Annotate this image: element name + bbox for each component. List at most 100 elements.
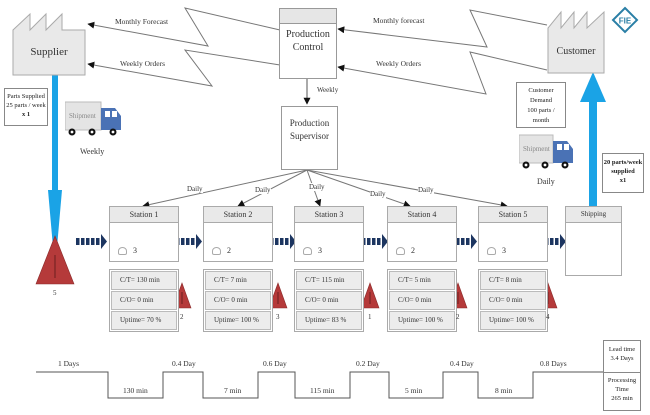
inventory-count: 2 xyxy=(180,313,184,321)
daily-label-2: Daily xyxy=(255,186,271,194)
truck-icon xyxy=(64,101,121,136)
supplier-truck-frequency: Weekly xyxy=(80,147,105,156)
daily-label-1: Daily xyxy=(187,185,203,193)
customer-note-line-2: 100 parts / xyxy=(527,107,555,114)
right-weekly-orders-label: Weekly Orders xyxy=(376,59,422,68)
shipping-supplied-note: 20 parts/week supplied x1 xyxy=(602,153,644,193)
left-weekly-orders-label: Weekly Orders xyxy=(120,59,166,68)
svg-text:FIE: FIE xyxy=(619,17,632,26)
customer-demand-note: Customer Demand 100 parts / month xyxy=(516,82,566,128)
supplier-material-arrow xyxy=(48,75,62,270)
truck-icon xyxy=(518,134,573,169)
production-control-header xyxy=(280,9,336,24)
left-monthly-forecast-label: Monthly Forecast xyxy=(115,17,169,26)
fie-logo: FIE xyxy=(611,6,639,34)
uptime: Uptime= 83 % xyxy=(296,311,362,330)
uptime: Uptime= 70 % xyxy=(111,311,177,330)
changeover-time: C/O= 0 min xyxy=(480,291,546,310)
daily-line-1 xyxy=(142,169,308,209)
station-name: Station 3 xyxy=(295,207,363,223)
uptime: Uptime= 100 % xyxy=(480,311,546,330)
production-supervisor: Production Supervisor xyxy=(281,106,338,170)
station-name: Station 5 xyxy=(479,207,547,223)
operator-icon xyxy=(487,246,496,255)
customer-note-line-1: Customer Demand xyxy=(528,87,554,104)
raw-inventory-count: 5 xyxy=(53,289,57,297)
supplier-factory: Supplier xyxy=(12,12,86,76)
production-control-label-2: Control xyxy=(292,42,324,53)
supplier-note-line-2: 25 parts / week xyxy=(6,102,46,109)
daily-label-4: Daily xyxy=(370,190,386,198)
changeover-time: C/O= 0 min xyxy=(296,291,362,310)
right-monthly-forecast-label: Monthly forecast xyxy=(373,16,425,25)
changeover-time: C/O= 0 min xyxy=(111,291,177,310)
operator-icon xyxy=(396,246,405,255)
production-control: Production Control xyxy=(279,8,337,79)
processing-time-section: Processing Time 265 min xyxy=(604,373,640,403)
lead-time-section: Lead time 3.4 Days xyxy=(604,341,640,373)
customer-truck-label: Shipment xyxy=(523,145,550,153)
changeover-time: C/O= 0 min xyxy=(389,291,455,310)
operator-icon xyxy=(212,246,221,255)
process-time-label: 115 min xyxy=(310,386,335,395)
info-flow-weekly-left xyxy=(87,49,281,87)
operator-count: 2 xyxy=(411,246,415,255)
customer-truck: Shipment xyxy=(518,133,577,173)
operator-info: 3 xyxy=(487,246,506,255)
daily-line-4 xyxy=(306,169,411,208)
info-flow-monthly-right xyxy=(337,9,548,48)
cycle-time: C/T= 130 min xyxy=(111,271,177,290)
station-box: Station 3 3 xyxy=(294,206,364,262)
production-supervisor-label-2: Supervisor xyxy=(290,131,329,141)
operator-info: 2 xyxy=(212,246,231,255)
inventory-count: 2 xyxy=(456,313,460,321)
supplier-parts-note: Parts Supplied 25 parts / week x 1 xyxy=(4,88,48,126)
operator-info: 3 xyxy=(118,246,137,255)
station-name: Station 4 xyxy=(388,207,456,223)
supplier-truck-label: Shipment xyxy=(69,112,96,120)
wait-time-label: 1 Days xyxy=(58,359,80,368)
supplier-note-line-1: Parts Supplied xyxy=(7,93,45,100)
lead-time-box: Lead time 3.4 Days Processing Time 265 m… xyxy=(603,340,641,411)
uptime: Uptime= 100 % xyxy=(205,311,271,330)
shipping-note-line-2: supplied xyxy=(611,168,635,175)
operator-count: 2 xyxy=(227,246,231,255)
wait-time-label: 0.6 Day xyxy=(263,359,287,368)
daily-line-2 xyxy=(237,169,308,207)
operator-icon xyxy=(303,246,312,255)
shipping-note-line-1: 20 parts/week xyxy=(603,159,643,166)
info-flow-monthly-left xyxy=(87,7,281,47)
wait-time-label: 0.2 Day xyxy=(356,359,380,368)
info-flow-weekly-right xyxy=(337,51,548,95)
customer-truck-frequency: Daily xyxy=(537,177,555,186)
supplier-note-line-3: x 1 xyxy=(21,111,31,118)
customer-note-line-3: month xyxy=(532,117,550,124)
production-control-label-1: Production xyxy=(286,29,330,40)
processing-time-value: 265 min xyxy=(611,395,633,402)
changeover-time: C/O= 0 min xyxy=(205,291,271,310)
lead-time-label: Lead time xyxy=(608,346,636,353)
shipping-label: Shipping xyxy=(566,207,621,223)
station-name: Station 2 xyxy=(204,207,272,223)
process-time-label: 8 min xyxy=(495,386,513,395)
operator-count: 3 xyxy=(133,246,137,255)
cycle-time: C/T= 115 min xyxy=(296,271,362,290)
process-time-label: 130 min xyxy=(123,386,148,395)
processing-time-label-1: Processing xyxy=(607,377,637,384)
operator-count: 3 xyxy=(318,246,322,255)
processing-time-label-2: Time xyxy=(615,386,629,393)
uptime: Uptime= 100 % xyxy=(389,311,455,330)
operator-count: 3 xyxy=(502,246,506,255)
cycle-time: C/T= 7 min xyxy=(205,271,271,290)
station-box: Station 4 2 xyxy=(387,206,457,262)
shipping-note-line-3: x1 xyxy=(619,177,627,184)
inventory-count: 1 xyxy=(368,313,372,321)
operator-info: 3 xyxy=(303,246,322,255)
